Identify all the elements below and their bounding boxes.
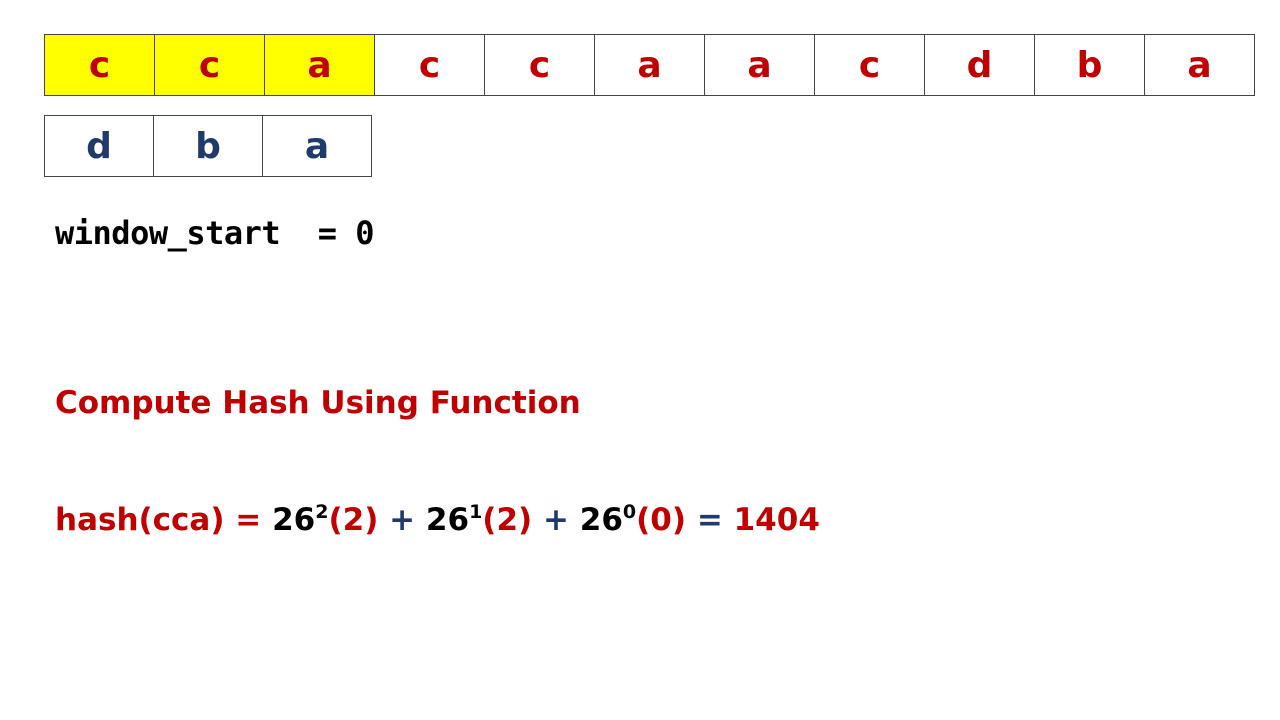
- term3-arg: (0): [636, 502, 687, 538]
- term1-exponent: 2: [315, 501, 329, 523]
- term2-exponent: 1: [469, 501, 483, 523]
- text-cell: a: [705, 34, 815, 96]
- text-cell: a: [1145, 34, 1255, 96]
- text-cell: c: [485, 34, 595, 96]
- hash-lhs: hash(cca) =: [55, 502, 273, 538]
- plus-sign: +: [378, 502, 426, 538]
- hash-formula: hash(cca) = 262(2) + 261(2) + 260(0) = 1…: [55, 501, 820, 540]
- text-cell: c: [815, 34, 925, 96]
- term1-base: 26: [272, 502, 316, 538]
- term2-arg: (2): [482, 502, 533, 538]
- pattern-cell: d: [45, 115, 154, 177]
- text-cell: c: [155, 34, 265, 96]
- term1-arg: (2): [328, 502, 379, 538]
- text-cell: c: [375, 34, 485, 96]
- plus-sign: +: [532, 502, 580, 538]
- text-cell: a: [265, 34, 375, 96]
- term2-base: 26: [425, 502, 470, 538]
- pattern-cell: b: [154, 115, 263, 177]
- text-array: c c a c c a a c d b a: [44, 34, 1255, 96]
- term3-base: 26: [579, 502, 623, 538]
- window-start-label: window_start = 0: [55, 214, 375, 252]
- hash-computation: Compute Hash Using Function hash(cca) = …: [55, 306, 820, 618]
- text-cell: d: [925, 34, 1035, 96]
- pattern-array: d b a: [44, 115, 372, 177]
- term3-exponent: 0: [622, 501, 637, 523]
- hash-result: 1404: [733, 502, 820, 538]
- text-cell: b: [1035, 34, 1145, 96]
- hash-title: Compute Hash Using Function: [55, 385, 581, 421]
- equals-sign: =: [686, 502, 734, 538]
- text-cell: c: [45, 34, 155, 96]
- text-cell: a: [595, 34, 705, 96]
- pattern-cell: a: [263, 115, 372, 177]
